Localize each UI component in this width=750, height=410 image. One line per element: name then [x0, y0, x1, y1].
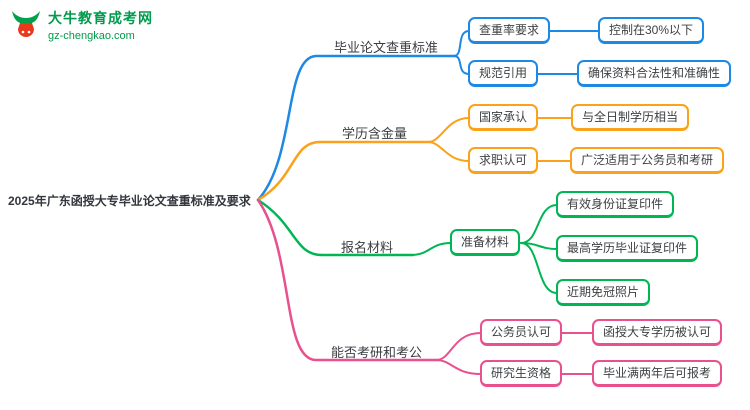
branch-degree-value: 学历含金量	[342, 126, 408, 141]
connector-branch-1-child-2	[453, 55, 470, 75]
connector-branch-3-child-1	[410, 242, 452, 256]
leaf-id-copy: 有效身份证复印件	[556, 191, 675, 218]
leaf-below-30-percent: 控制在30%以下	[598, 17, 705, 44]
node-prepare-materials: 准备材料	[450, 229, 521, 256]
site-logo: 大牛教育成考网 gz-chengkao.com	[10, 8, 153, 42]
connector-branch-2	[256, 140, 432, 202]
leaf-recent-photo: 近期免冠照片	[556, 279, 651, 306]
branch-registration-materials: 报名材料	[341, 240, 394, 255]
connector-branch-3-leaf-3	[520, 242, 558, 294]
node-civil-servant-recognition: 公务员认可	[480, 319, 563, 346]
node-standard-citation: 规范引用	[468, 60, 539, 87]
root-topic: 2025年广东函授大专毕业论文查重标准及要求	[8, 194, 251, 208]
connector-branch-2-child-2	[427, 141, 470, 162]
connector-branch-2-child-1	[427, 117, 470, 143]
connector-branch-3-leaf-1	[520, 204, 558, 244]
node-plagiarism-rate: 查重率要求	[468, 17, 551, 44]
connector-branch-4	[256, 198, 440, 362]
node-state-recognized: 国家承认	[468, 104, 539, 131]
node-postgrad-qualification: 研究生资格	[480, 360, 563, 387]
node-job-recognition: 求职认可	[468, 147, 539, 174]
connector-branch-4-child-2	[435, 359, 482, 375]
connector-branch-4-child-1	[435, 332, 482, 361]
logo-subtitle: gz-chengkao.com	[48, 30, 135, 42]
leaf-correspondence-recognized: 函授大专学历被认可	[592, 319, 723, 346]
leaf-apply-after-two-years: 毕业满两年后可报考	[592, 360, 723, 387]
branch-thesis-check-standard: 毕业论文查重标准	[334, 40, 439, 55]
leaf-diploma-copy: 最高学历毕业证复印件	[556, 235, 699, 262]
logo-text: 大牛教育成考网 gz-chengkao.com	[48, 8, 153, 42]
branch-exam-eligibility: 能否考研和考公	[331, 345, 423, 360]
leaf-civil-servant-postgrad: 广泛适用于公务员和考研	[570, 147, 725, 174]
leaf-material-accuracy: 确保资料合法性和准确性	[577, 60, 732, 87]
connector-branch-1	[256, 54, 458, 202]
logo-title: 大牛教育成考网	[48, 10, 153, 26]
connector-branch-3	[256, 198, 415, 257]
bull-logo-icon	[12, 11, 40, 37]
connector-branch-1-child-1	[453, 30, 470, 57]
leaf-equivalent-fulltime: 与全日制学历相当	[571, 104, 690, 131]
